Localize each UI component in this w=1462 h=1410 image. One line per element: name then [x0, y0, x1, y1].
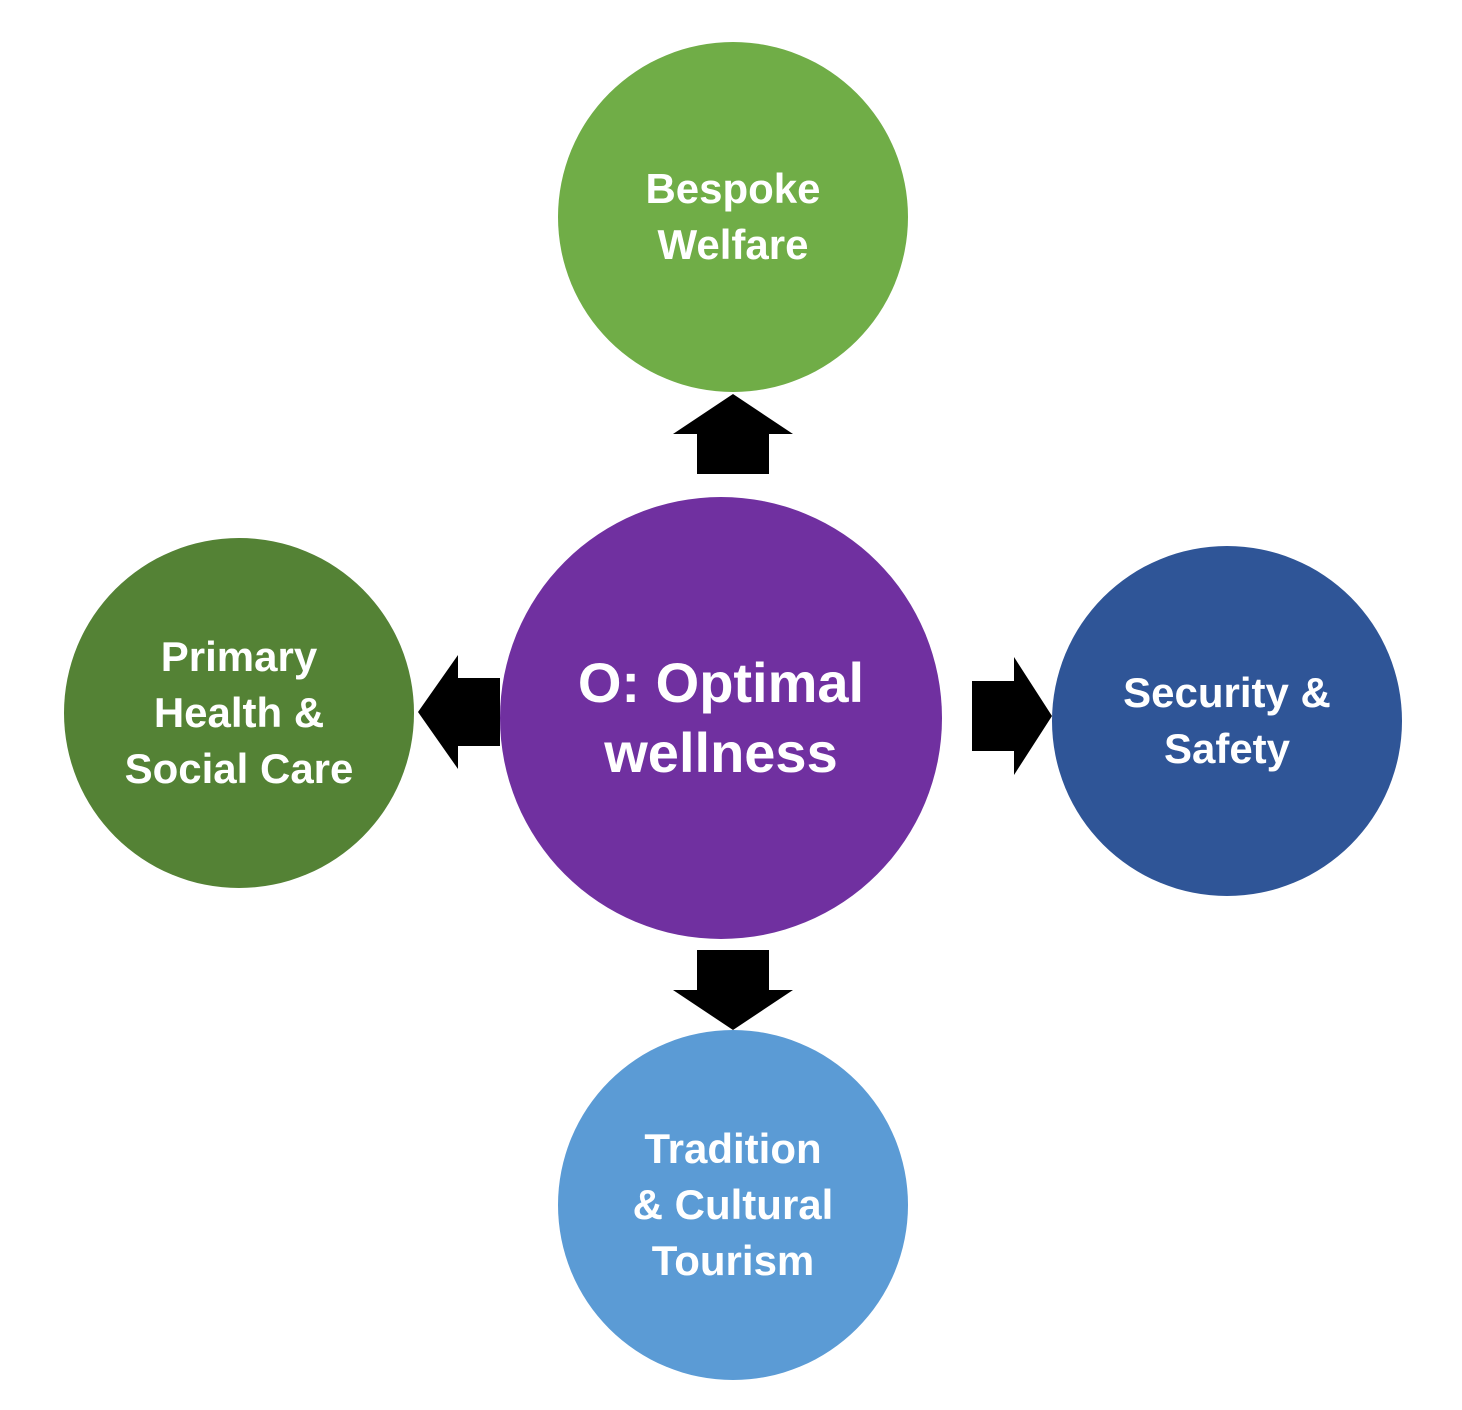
arrow-right-icon: [972, 657, 1052, 775]
node-label-center: O: Optimal wellness: [577, 651, 865, 784]
node-label-bottom: Tradition & Cultural Tourism: [632, 1125, 834, 1284]
arrow-right-shape: [972, 657, 1052, 775]
node-security-safety: Security & Safety: [1052, 546, 1402, 896]
node-tradition-cultural-tourism: Tradition & Cultural Tourism: [558, 1030, 908, 1380]
node-label-right: Security & Safety: [1123, 669, 1331, 772]
arrow-left-icon: [418, 655, 500, 769]
arrow-up-shape: [673, 394, 793, 474]
node-label-top: Bespoke Welfare: [645, 165, 821, 268]
node-bespoke-welfare: Bespoke Welfare: [558, 42, 908, 392]
node-optimal-wellness: O: Optimal wellness: [500, 497, 942, 939]
arrow-up-icon: [673, 394, 793, 474]
arrow-down-icon: [673, 950, 793, 1030]
node-primary-health-social-care: Primary Health & Social Care: [64, 538, 414, 888]
arrow-down-shape: [673, 950, 793, 1030]
node-label-left: Primary Health & Social Care: [124, 633, 354, 792]
arrow-left-shape: [418, 655, 500, 769]
